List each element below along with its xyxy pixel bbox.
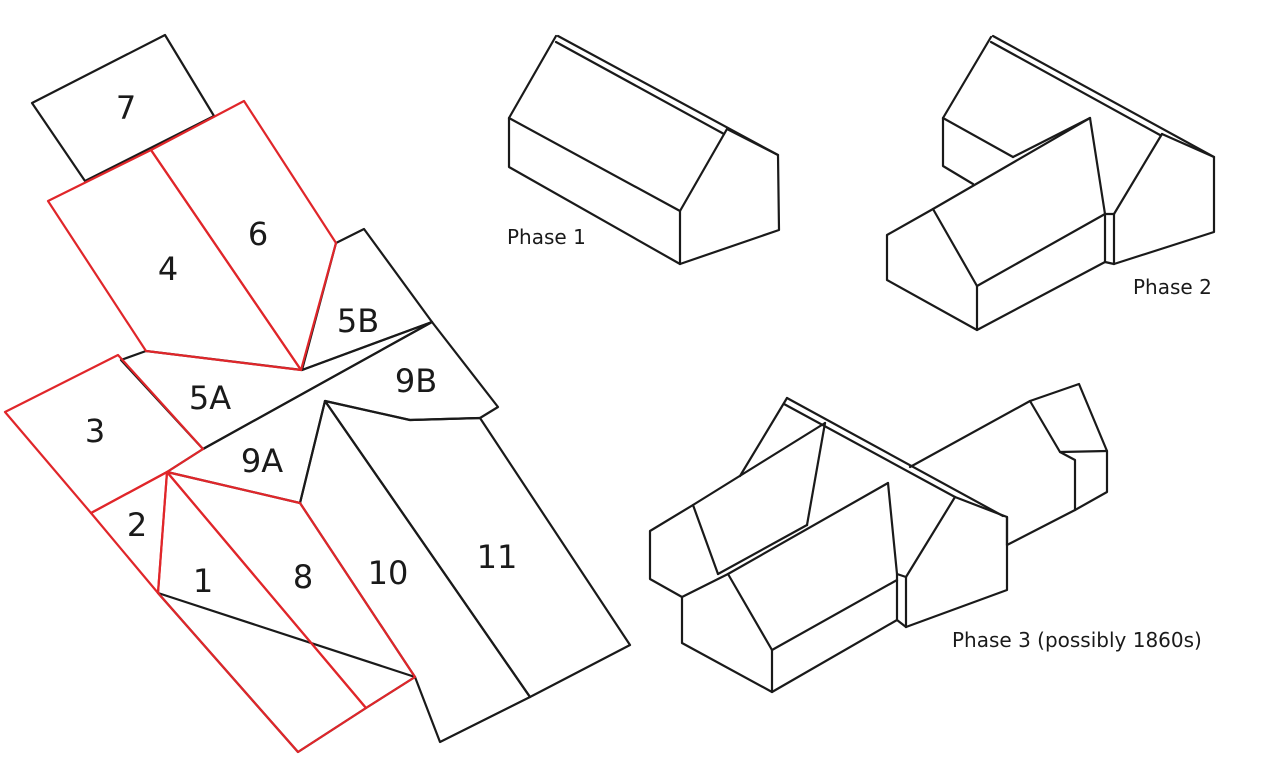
section-11 [323, 399, 632, 699]
label-4: 4 [158, 250, 178, 288]
section-1 [156, 470, 368, 754]
label-8: 8 [293, 558, 313, 596]
section-6 [149, 99, 338, 372]
label-9b: 9B [395, 362, 437, 400]
roof-plan: 7 6 4 5B 5A 9B 3 9A 2 1 8 10 11 [3, 33, 632, 754]
label-5a: 5A [189, 379, 231, 417]
label-7: 7 [116, 89, 136, 127]
section-8 [165, 470, 417, 710]
label-6: 6 [248, 215, 268, 253]
label-1: 1 [193, 562, 213, 600]
label-9a: 9A [241, 442, 283, 480]
section-3 [3, 353, 205, 515]
phase3-caption: Phase 3 (possibly 1860s) [952, 628, 1202, 652]
label-11: 11 [477, 538, 518, 576]
label-2: 2 [127, 506, 147, 544]
label-5b: 5B [337, 302, 379, 340]
phase1-building [507, 34, 781, 266]
phase2-building [885, 34, 1216, 332]
phase3-building [648, 382, 1109, 694]
phase2-caption: Phase 2 [1133, 275, 1212, 299]
label-3: 3 [85, 412, 105, 450]
section-5a [119, 320, 434, 451]
label-10: 10 [368, 554, 409, 592]
phase1-caption: Phase 1 [507, 225, 586, 249]
